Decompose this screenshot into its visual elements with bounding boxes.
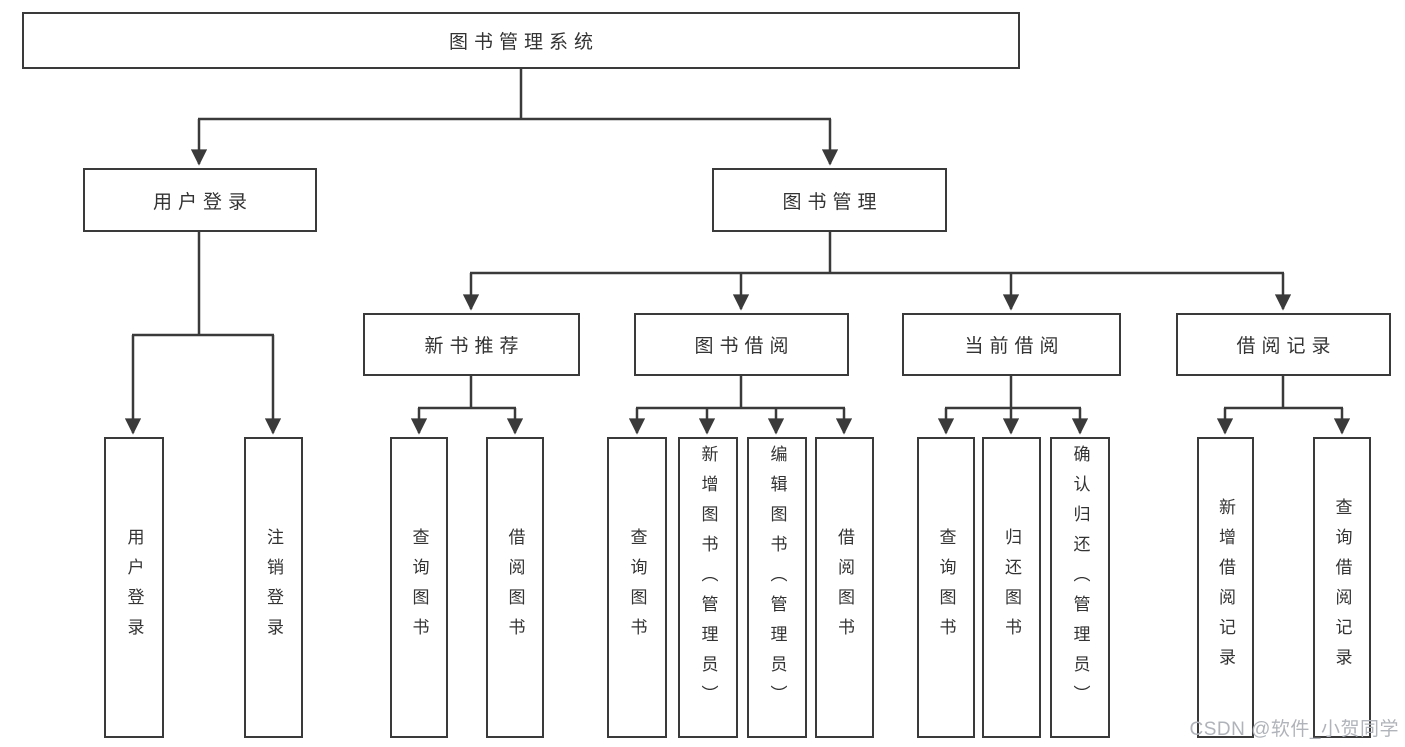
node-user-login: 用户登录 [83, 168, 317, 232]
leaf-logout: 注销登录 [244, 437, 303, 738]
leaf-logout-label: 注销登录 [264, 527, 283, 648]
leaf-query-books-borrow-label: 查询图书 [627, 527, 647, 648]
leaf-query-books-recommend: 查询图书 [390, 437, 448, 738]
leaf-user-login-label: 用户登录 [124, 527, 144, 648]
node-current-borrow-label: 当前借阅 [964, 336, 1065, 357]
node-book-borrow: 图书借阅 [634, 313, 849, 376]
node-borrow-records: 借阅记录 [1176, 313, 1391, 376]
node-root: 图书管理系统 [22, 12, 1020, 69]
leaf-edit-books-admin-label: 编辑图书（管理员） [767, 445, 787, 715]
node-book-borrow-label: 图书借阅 [694, 336, 795, 357]
leaf-borrow-books: 借阅图书 [815, 437, 874, 738]
node-borrow-records-label: 借阅记录 [1236, 336, 1337, 357]
leaf-return-books-label: 归还图书 [1002, 527, 1021, 648]
node-book-management-label: 图书管理 [782, 191, 883, 213]
leaf-add-borrow-record-label: 新增借阅记录 [1216, 497, 1235, 678]
leaf-query-borrow-record-label: 查询借阅记录 [1332, 497, 1352, 678]
leaf-return-books: 归还图书 [982, 437, 1041, 738]
leaf-user-login: 用户登录 [104, 437, 164, 738]
node-current-borrow: 当前借阅 [902, 313, 1121, 376]
leaf-borrow-books-recommend-label: 借阅图书 [505, 527, 525, 648]
csdn-watermark: CSDN @软件_小贺同学 [1189, 719, 1399, 740]
node-book-management: 图书管理 [712, 168, 947, 232]
leaf-query-books-current-label: 查询图书 [936, 527, 956, 648]
node-new-book-recommend: 新书推荐 [363, 313, 580, 376]
leaf-confirm-return-admin: 确认归还（管理员） [1050, 437, 1110, 738]
leaf-query-borrow-record: 查询借阅记录 [1313, 437, 1371, 738]
leaf-confirm-return-admin-label: 确认归还（管理员） [1070, 445, 1090, 715]
leaf-edit-books-admin: 编辑图书（管理员） [747, 437, 807, 738]
leaf-borrow-books-label: 借阅图书 [835, 527, 854, 648]
leaf-borrow-books-recommend: 借阅图书 [486, 437, 544, 738]
leaf-add-books-admin: 新增图书（管理员） [678, 437, 738, 738]
node-new-book-recommend-label: 新书推荐 [424, 336, 525, 357]
leaf-query-books-borrow: 查询图书 [607, 437, 667, 738]
leaf-query-books-recommend-label: 查询图书 [409, 527, 429, 648]
leaf-query-books-current: 查询图书 [917, 437, 975, 738]
node-root-label: 图书管理系统 [448, 32, 599, 53]
leaf-add-borrow-record: 新增借阅记录 [1197, 437, 1254, 738]
leaf-add-books-admin-label: 新增图书（管理员） [698, 445, 718, 715]
node-user-login-label: 用户登录 [152, 191, 253, 213]
